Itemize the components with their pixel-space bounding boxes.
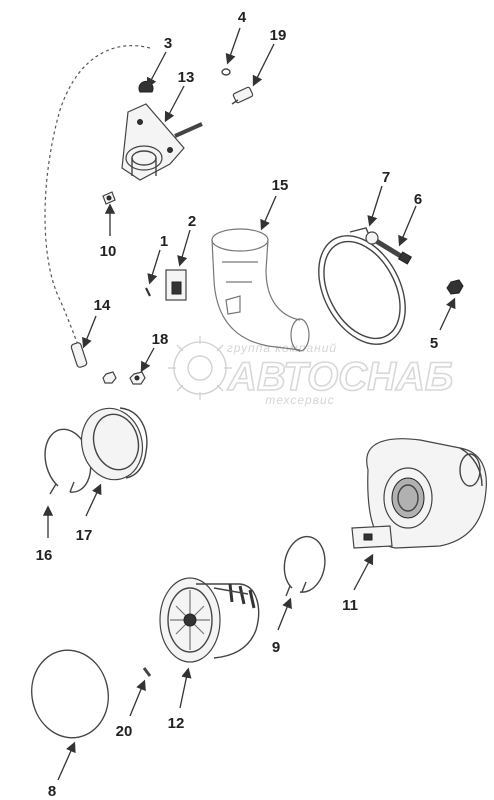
part-19-sensor (231, 86, 254, 105)
leader-5 (439, 297, 456, 331)
part-18-nut (129, 371, 146, 385)
leader-3 (146, 51, 167, 89)
callout-17: 17 (76, 527, 93, 544)
callout-5: 5 (430, 335, 438, 352)
callout-14: 14 (94, 297, 111, 314)
callout-9: 9 (272, 639, 280, 656)
callout-12: 12 (168, 715, 185, 732)
part-3-nut (138, 80, 154, 93)
part-11-housing (351, 438, 487, 549)
watermark-brand: АВТОСНАБ (227, 355, 453, 399)
leader-12 (179, 667, 192, 709)
part-7-v-band-clamp (318, 227, 406, 345)
leader-1 (147, 249, 161, 285)
callout-15: 15 (272, 177, 289, 194)
part-16-snap-ring (44, 428, 92, 495)
part-5-nut (446, 279, 464, 295)
callout-18: 18 (152, 331, 169, 348)
hose-end-nut (102, 371, 117, 384)
leader-11 (353, 553, 374, 591)
part-1-pin (145, 287, 151, 297)
callout-16: 16 (36, 547, 53, 564)
leader-9 (277, 597, 292, 631)
leader-4 (225, 27, 241, 65)
callout-19: 19 (270, 27, 287, 44)
watermark-bottom-line: техсервис (265, 393, 334, 407)
callout-labels: 3 13 4 19 10 1 2 15 7 6 5 14 18 16 17 11… (36, 9, 439, 800)
part-10-fitting (102, 191, 116, 205)
part-4-washer (221, 68, 231, 76)
leader-19 (252, 43, 275, 87)
callout-10: 10 (100, 243, 117, 260)
callout-1: 1 (160, 233, 168, 250)
callout-8: 8 (48, 783, 56, 800)
callout-20: 20 (116, 723, 133, 740)
part-15-elbow (211, 228, 310, 352)
callout-4: 4 (238, 9, 247, 26)
watermark-logo: группа компаний АВТОСНАБ техсервис (168, 336, 454, 407)
leader-8 (57, 741, 76, 781)
leader-6 (398, 205, 417, 247)
callout-2: 2 (188, 213, 196, 230)
part-17-insert (80, 407, 148, 481)
leader-14 (82, 315, 97, 349)
part-13-actuator (121, 103, 203, 181)
part-9-snap-ring (283, 535, 326, 597)
leader-2 (177, 229, 191, 267)
leader-17 (85, 483, 102, 517)
leader-18 (140, 347, 155, 373)
leader-lines (42, 27, 456, 781)
callout-13: 13 (178, 69, 195, 86)
part-8-o-ring (31, 649, 109, 739)
callout-3: 3 (164, 35, 172, 52)
leader-7 (367, 185, 383, 227)
callout-11: 11 (342, 597, 358, 614)
callout-7: 7 (382, 169, 390, 186)
part-12-cartridge (159, 577, 260, 663)
part-14-hose (44, 45, 151, 368)
part-6-clamp-bolt (365, 231, 413, 265)
leader-20 (129, 679, 146, 717)
part-2-lock-plate (165, 269, 187, 301)
part-20-pin (142, 667, 152, 677)
leader-15 (260, 195, 277, 231)
callout-6: 6 (414, 191, 422, 208)
leader-13 (164, 85, 185, 123)
watermark-gear-icon (168, 336, 232, 400)
